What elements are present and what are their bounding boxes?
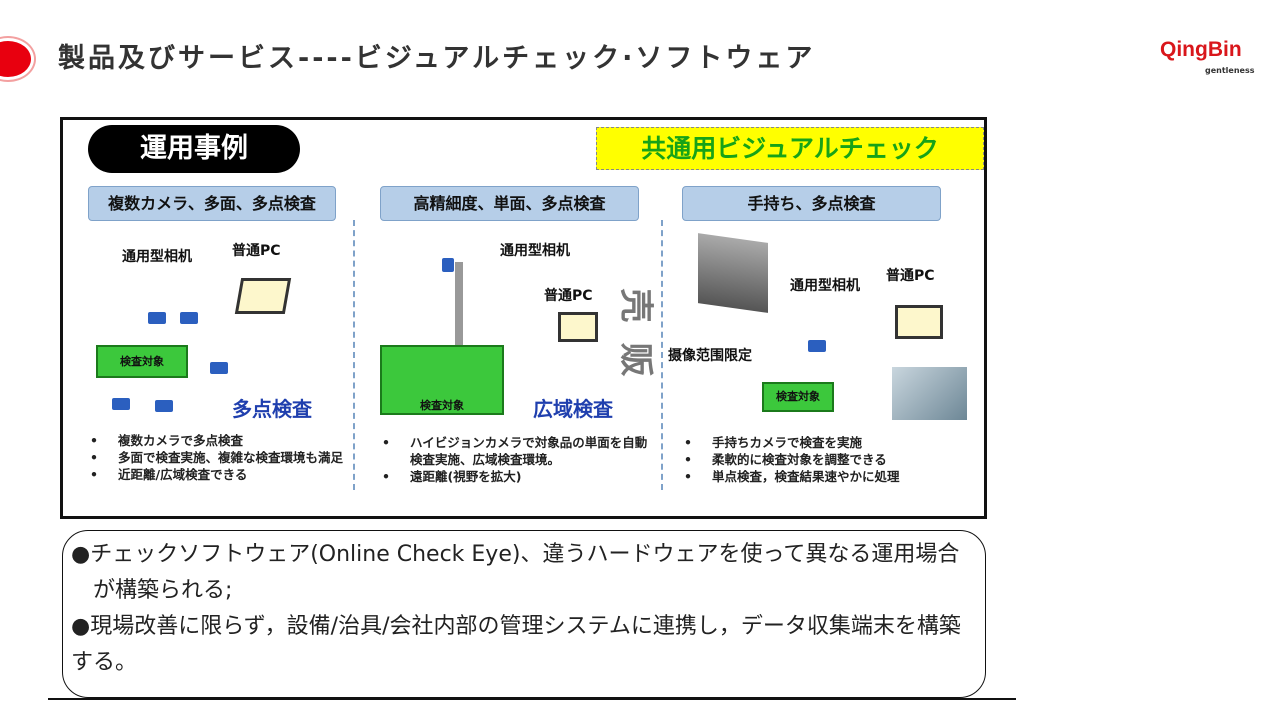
note-line: ●チェックソフトウェア(Online Check Eye)、違うハードウェアを使…: [71, 542, 960, 567]
inspection-target-box: 検査対象: [762, 382, 834, 412]
watermark: 壳贩: [615, 288, 656, 397]
red-bullet-icon: [0, 38, 34, 80]
note-line: が構築られる;: [71, 578, 233, 603]
factory-photo: [892, 367, 967, 420]
bullet-item: 手持ちカメラで検査を実施: [682, 434, 972, 451]
column-heading-handheld: 手持ち、多点検査: [682, 186, 941, 221]
camera-stand-icon: [455, 262, 463, 362]
bullet-item: 複数カメラで多点検査: [88, 432, 358, 449]
bullet-item: ハイビジョンカメラで対象品の単面を自動検査実施、広域検査環境。: [380, 434, 650, 468]
column-divider: [353, 220, 355, 490]
logo-tagline: gentleness: [1205, 66, 1255, 75]
multi-point-label: 多点検査: [232, 397, 312, 421]
pc-label: 普通PC: [886, 268, 935, 284]
camera-icon: [210, 362, 228, 374]
footer-rule: [48, 698, 1016, 700]
camera-icon: [180, 312, 198, 324]
column-heading-multi-camera: 複数カメラ、多面、多点検査: [88, 186, 336, 221]
note-line: ●現場改善に限らず，設備/治具/会社内部の管理システムに連携し，データ収集端末を…: [71, 614, 961, 675]
wide-area-label: 広域検査: [533, 397, 613, 421]
pc-label: 普通PC: [232, 243, 281, 259]
summary-note: ●チェックソフトウェア(Online Check Eye)、違うハードウェアを使…: [62, 530, 986, 698]
inspection-target-box: 検査対象: [380, 345, 504, 415]
capture-range-label: 摄像范围限定: [668, 348, 752, 364]
bullet-list: 手持ちカメラで検査を実施 柔軟的に検査対象を調整できる 単点検査，検査結果速やか…: [682, 434, 972, 485]
bullet-list: ハイビジョンカメラで対象品の単面を自動検査実施、広域検査環境。 遠距離(視野を拡…: [380, 434, 650, 485]
camera-icon: [155, 400, 173, 412]
column-divider: [661, 220, 663, 490]
pc-icon: [895, 305, 943, 339]
page-title: 製品及びサービス----ビジュアルチェック·ソフトウェア: [58, 43, 816, 74]
bullet-item: 近距離/広域検査できる: [88, 466, 358, 483]
camera-icon: [148, 312, 166, 324]
use-case-panel: [60, 117, 987, 519]
inspection-target-box: 検査対象: [96, 345, 188, 378]
bullet-item: 多面で検査実施、複雑な検査環境も満足: [88, 449, 358, 466]
camera-icon: [442, 258, 454, 272]
column-heading-high-res: 高精細度、単面、多点検査: [380, 186, 639, 221]
bullet-item: 遠距離(視野を拡大): [380, 468, 650, 485]
bullet-item: 柔軟的に検査対象を調整できる: [682, 451, 972, 468]
camera-label: 通用型相机: [500, 243, 570, 259]
pc-label: 普通PC: [544, 288, 593, 304]
camera-label: 通用型相机: [122, 249, 192, 265]
camera-icon: [112, 398, 130, 410]
pc-icon: [234, 278, 292, 314]
camera-label: 通用型相机: [790, 278, 860, 294]
bullet-list: 複数カメラで多点検査 多面で検査実施、複雑な検査環境も満足 近距離/広域検査でき…: [88, 432, 358, 483]
handheld-scanner-icon: [698, 233, 768, 313]
common-visual-check-label: 共通用ビジュアルチェック: [596, 127, 984, 170]
logo: QingBin: [1160, 38, 1242, 61]
pc-icon: [558, 312, 598, 342]
camera-icon: [808, 340, 826, 352]
bullet-item: 単点検査，検査結果速やかに処理: [682, 468, 972, 485]
use-case-badge: 運用事例: [88, 125, 300, 173]
